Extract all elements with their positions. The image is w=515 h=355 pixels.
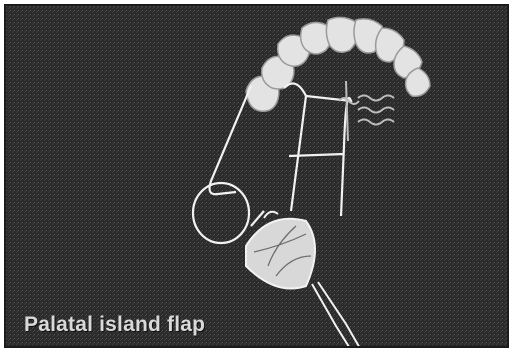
palate-illustration (6, 6, 509, 348)
illustration-panel: Palatal island flap (4, 4, 509, 348)
figure-caption: Palatal island flap (24, 313, 205, 337)
